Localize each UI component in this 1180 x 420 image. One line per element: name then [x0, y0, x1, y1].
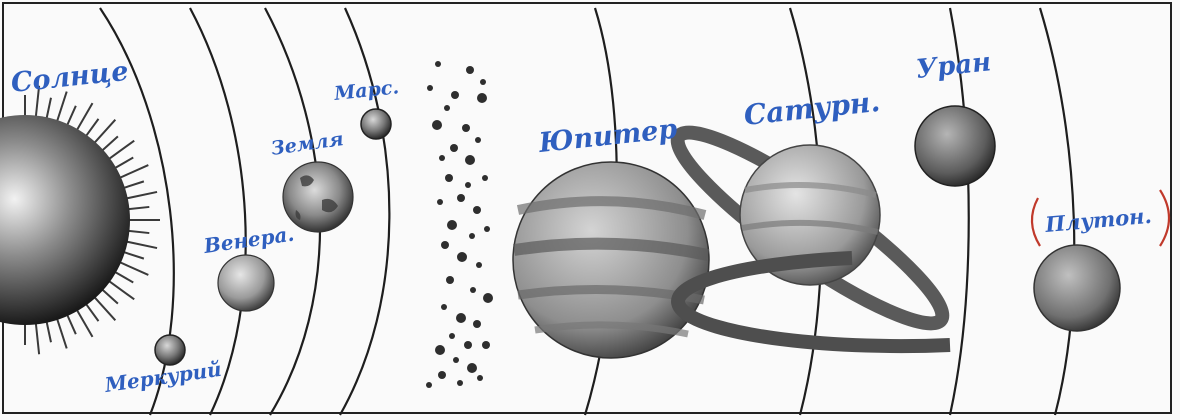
label-mars: Марс. — [332, 76, 400, 105]
label-earth: Земля — [270, 128, 345, 160]
asteroid — [482, 175, 488, 181]
sun-ray — [114, 272, 133, 283]
asteroid — [445, 174, 453, 182]
sun-ray — [86, 119, 99, 137]
asteroid — [470, 287, 476, 293]
asteroid — [457, 380, 463, 386]
asteroid — [453, 357, 459, 363]
asteroid — [441, 241, 449, 249]
sun-ray — [94, 120, 115, 144]
asteroid — [435, 345, 445, 355]
jupiter-planet — [513, 162, 709, 358]
label-uranus: Уран — [915, 47, 993, 85]
uranus-planet — [915, 106, 995, 186]
asteroid — [473, 320, 481, 328]
asteroid — [466, 66, 474, 74]
mars-planet — [361, 109, 391, 139]
asteroid — [484, 226, 490, 232]
sun-ray — [67, 314, 76, 334]
label-jupiter: Юпитер — [536, 114, 678, 159]
sun-ray — [77, 103, 93, 131]
asteroid — [426, 382, 432, 388]
mercury-planet — [155, 335, 185, 365]
asteroid — [477, 375, 483, 381]
sun-ray — [46, 321, 51, 343]
asteroid — [469, 233, 475, 239]
sun-ray — [36, 322, 39, 354]
asteroid — [439, 155, 445, 161]
label-venus: Венера. — [201, 222, 295, 259]
asteroid — [444, 105, 450, 111]
asteroid — [457, 252, 467, 262]
earth-body — [283, 162, 353, 232]
asteroid — [427, 85, 433, 91]
sun-ray — [119, 262, 148, 275]
asteroid — [441, 304, 447, 310]
asteroid — [473, 206, 481, 214]
asteroid — [465, 155, 475, 165]
asteroid — [456, 313, 466, 323]
sun — [0, 86, 160, 355]
sun-ray — [57, 92, 67, 122]
orbit-venus — [190, 8, 246, 415]
venus-planet — [218, 255, 274, 311]
asteroid — [449, 333, 455, 339]
label-sun: Солнце — [9, 56, 129, 99]
asteroid — [446, 276, 454, 284]
label-saturn: Сатурн. — [742, 85, 881, 132]
sun-ray — [46, 98, 51, 120]
sun-body — [0, 115, 130, 325]
asteroid — [480, 79, 486, 85]
asteroid — [451, 91, 459, 99]
sun-ray — [67, 106, 76, 126]
asteroid — [476, 262, 482, 268]
sun-ray — [127, 231, 149, 233]
sun-ray — [57, 318, 67, 348]
sun-ray — [123, 252, 144, 259]
asteroid — [482, 341, 490, 349]
asteroid-belt — [426, 61, 493, 388]
sun-ray — [123, 181, 144, 188]
asteroid — [465, 182, 471, 188]
asteroid — [457, 194, 465, 202]
asteroid — [467, 363, 477, 373]
asteroid — [477, 93, 487, 103]
asteroid — [483, 293, 493, 303]
asteroid — [450, 144, 458, 152]
sun-ray — [102, 289, 118, 304]
sun-ray — [127, 207, 149, 209]
sun-ray — [77, 309, 93, 337]
sun-ray — [94, 297, 115, 321]
asteroid — [462, 124, 470, 132]
sun-ray — [114, 158, 133, 169]
sun-ray — [126, 241, 157, 248]
earth-planet — [283, 162, 353, 232]
asteroid — [437, 199, 443, 205]
pluto-planet — [1034, 245, 1120, 331]
asteroid — [435, 61, 441, 67]
sun-ray — [86, 303, 99, 321]
asteroid — [475, 137, 481, 143]
asteroid — [447, 220, 457, 230]
asteroid — [438, 371, 446, 379]
sun-ray — [108, 141, 134, 160]
pluto-open-bracket — [1032, 198, 1040, 246]
asteroid — [432, 120, 442, 130]
asteroid — [464, 341, 472, 349]
sun-ray — [108, 281, 134, 300]
sun-ray — [126, 192, 157, 199]
sun-ray — [119, 165, 148, 178]
label-pluto: Плутон. — [1043, 203, 1152, 237]
pluto-close-bracket — [1160, 190, 1169, 246]
sun-ray — [102, 136, 118, 151]
